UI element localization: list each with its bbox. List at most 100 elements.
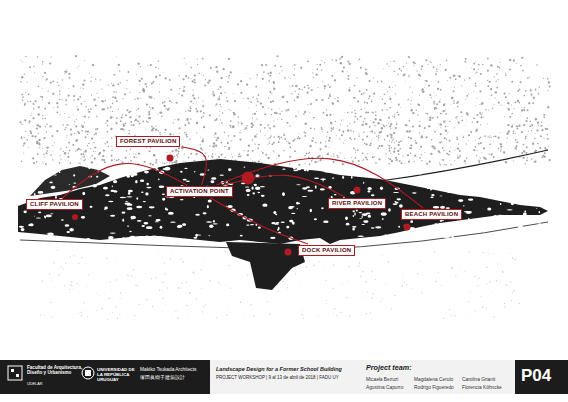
stipple-dot	[454, 87, 455, 88]
stipple-dot	[409, 130, 411, 132]
stipple-dot	[229, 265, 230, 266]
stipple-dot	[111, 155, 113, 157]
stipple-dot	[394, 142, 395, 143]
stipple-dot	[340, 62, 342, 64]
stipple-dot	[32, 117, 34, 119]
stipple-dot	[547, 78, 549, 80]
stipple-dot	[416, 109, 418, 111]
stipple-dot	[406, 284, 407, 285]
stipple-dot	[123, 98, 124, 99]
stipple-dot	[430, 114, 432, 116]
stipple-dot	[136, 157, 137, 158]
stipple-dot	[363, 107, 365, 109]
stipple-dot	[19, 59, 21, 61]
stipple-dot	[46, 124, 48, 126]
stipple-dot	[525, 120, 527, 122]
stipple-dot	[283, 134, 285, 136]
stipple-dot	[57, 106, 59, 108]
stipple-dot	[226, 284, 228, 286]
stipple-dot	[438, 150, 440, 152]
stipple-dot	[374, 132, 376, 134]
stipple-dot	[229, 125, 231, 127]
stipple-dot	[193, 97, 195, 99]
stipple-dot	[202, 138, 203, 139]
stipple-dot	[366, 136, 368, 138]
stipple-dot	[447, 133, 448, 134]
stipple-dot	[213, 93, 214, 94]
stipple-dot	[324, 85, 326, 87]
stipple-dot	[237, 83, 239, 85]
stipple-dot	[438, 81, 440, 83]
stipple-dot	[176, 160, 178, 162]
stipple-dot	[203, 75, 204, 76]
stipple-dot	[76, 149, 78, 151]
stipple-dot	[228, 148, 230, 150]
stipple-dot	[252, 96, 254, 98]
stipple-dot	[70, 129, 72, 131]
stipple-dot	[431, 97, 432, 98]
stipple-dot	[139, 84, 141, 86]
stipple-dot	[50, 277, 52, 279]
stipple-dot	[440, 89, 442, 91]
stipple-dot	[19, 121, 21, 123]
stipple-dot	[178, 288, 180, 290]
stipple-dot	[62, 79, 63, 80]
stipple-dot	[331, 130, 332, 131]
stipple-dot	[499, 69, 501, 71]
stipple-dot	[461, 85, 462, 86]
stipple-dot	[151, 126, 153, 128]
stipple-dot	[358, 160, 360, 162]
stipple-dot	[267, 144, 268, 145]
stipple-dot	[116, 100, 118, 102]
stipple-dot	[50, 82, 52, 84]
stipple-dot	[227, 100, 229, 102]
stipple-dot	[341, 283, 343, 285]
stipple-dot	[165, 152, 167, 154]
stipple-dot	[69, 149, 71, 151]
stipple-dot	[102, 108, 104, 110]
stipple-dot	[437, 273, 439, 275]
stipple-dot	[266, 138, 268, 140]
stipple-dot	[537, 129, 539, 131]
stipple-dot	[455, 276, 456, 277]
stipple-dot	[502, 271, 503, 272]
stipple-dot	[388, 117, 390, 119]
stipple-dot	[260, 102, 262, 104]
stipple-dot	[129, 92, 130, 93]
stipple-dot	[159, 74, 161, 76]
stipple-dot	[56, 130, 58, 132]
stipple-dot	[484, 135, 486, 137]
stipple-dot	[419, 157, 421, 159]
stipple-dot	[72, 144, 74, 146]
stipple-dot	[334, 79, 336, 81]
stipple-dot	[402, 138, 404, 140]
stipple-dot	[30, 132, 32, 134]
stipple-dot	[532, 102, 534, 104]
stipple-dot	[371, 318, 373, 320]
stipple-dot	[200, 110, 202, 112]
stipple-dot	[177, 118, 179, 120]
stipple-dot	[298, 133, 300, 135]
stipple-dot	[493, 104, 494, 105]
stipple-dot	[130, 124, 132, 126]
stipple-dot	[36, 127, 38, 129]
stipple-dot	[157, 254, 159, 256]
stipple-dot	[85, 150, 86, 151]
stipple-dot	[511, 81, 513, 83]
stipple-dot	[319, 64, 321, 66]
stipple-dot	[433, 129, 435, 131]
stipple-dot	[203, 101, 204, 102]
stipple-dot	[194, 273, 195, 274]
stipple-dot	[523, 124, 525, 126]
stipple-dot	[160, 111, 162, 113]
stipple-dot	[200, 144, 201, 145]
stipple-dot	[116, 316, 118, 318]
stipple-dot	[193, 90, 194, 91]
stipple-dot	[488, 253, 489, 254]
stipple-dot	[496, 87, 498, 89]
stipple-dot	[273, 120, 274, 121]
stipple-dot	[199, 136, 201, 138]
stipple-dot	[336, 315, 337, 316]
stipple-dot	[359, 90, 361, 92]
stipple-dot	[400, 140, 402, 142]
